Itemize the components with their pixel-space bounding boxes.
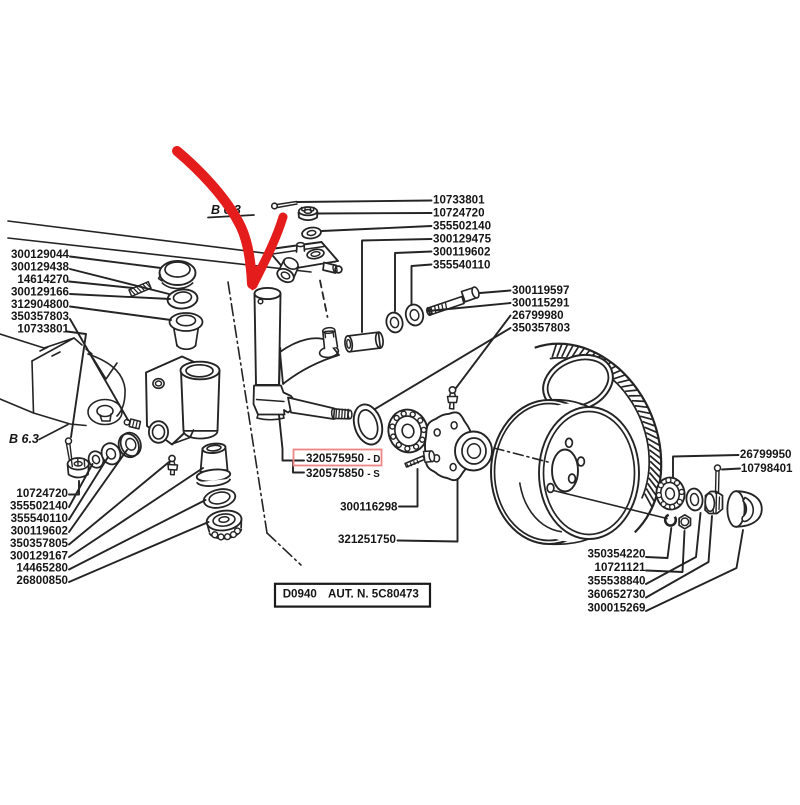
svg-text:320575950 - D: 320575950 - D: [306, 452, 380, 465]
svg-text:10798401: 10798401: [741, 462, 793, 475]
svg-text:355540110: 355540110: [433, 258, 490, 271]
svg-text:10733801: 10733801: [17, 323, 69, 336]
svg-text:350354220: 350354220: [587, 547, 645, 560]
svg-text:321251750: 321251750: [338, 533, 396, 546]
svg-text:300129475: 300129475: [433, 232, 492, 245]
svg-text:10724720: 10724720: [16, 487, 68, 500]
svg-text:300015269: 300015269: [587, 601, 646, 614]
svg-text:26799950: 26799950: [740, 448, 792, 461]
svg-text:26799980: 26799980: [512, 309, 564, 322]
svg-text:10724720: 10724720: [433, 206, 485, 219]
svg-text:300119597: 300119597: [512, 284, 569, 297]
svg-text:B 6.3: B 6.3: [9, 432, 39, 446]
svg-text:350357803: 350357803: [512, 322, 571, 335]
svg-text:300129438: 300129438: [11, 261, 70, 274]
svg-text:300119602: 300119602: [433, 245, 490, 258]
svg-text:300115291: 300115291: [512, 297, 570, 310]
svg-text:14614270: 14614270: [17, 273, 69, 286]
svg-text:355540110: 355540110: [11, 512, 68, 525]
svg-text:355502140: 355502140: [10, 500, 68, 513]
svg-text:350357803: 350357803: [11, 310, 70, 323]
svg-text:320575850 - S: 320575850 - S: [306, 467, 380, 480]
svg-text:26800850: 26800850: [16, 574, 68, 587]
svg-text:300129167: 300129167: [10, 549, 68, 562]
svg-text:300129166: 300129166: [11, 285, 70, 298]
svg-text:300116298: 300116298: [340, 500, 398, 513]
svg-text:355538840: 355538840: [587, 574, 645, 587]
svg-text:360652730: 360652730: [587, 588, 645, 601]
svg-text:350357805: 350357805: [10, 537, 69, 550]
svg-text:355502140: 355502140: [433, 219, 491, 232]
svg-text:10721121: 10721121: [595, 561, 646, 574]
svg-text:14465280: 14465280: [16, 562, 68, 575]
svg-text:300129044: 300129044: [11, 248, 70, 261]
svg-text:300119602: 300119602: [11, 524, 68, 537]
svg-text:312904800: 312904800: [11, 298, 69, 311]
svg-text:10733801: 10733801: [433, 193, 485, 206]
svg-text:D0940: D0940: [283, 587, 317, 600]
svg-text:AUT. N. 5C80473: AUT. N. 5C80473: [328, 587, 419, 600]
